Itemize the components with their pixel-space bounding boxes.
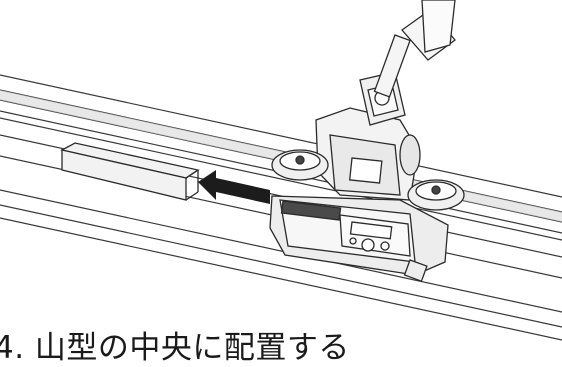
carriage-device [269,0,465,283]
direction-arrow [198,170,270,204]
rail-bracket [60,142,200,201]
caption-continuation [0,354,270,362]
step-caption: 4. 山型の中央に配置する [0,330,350,366]
